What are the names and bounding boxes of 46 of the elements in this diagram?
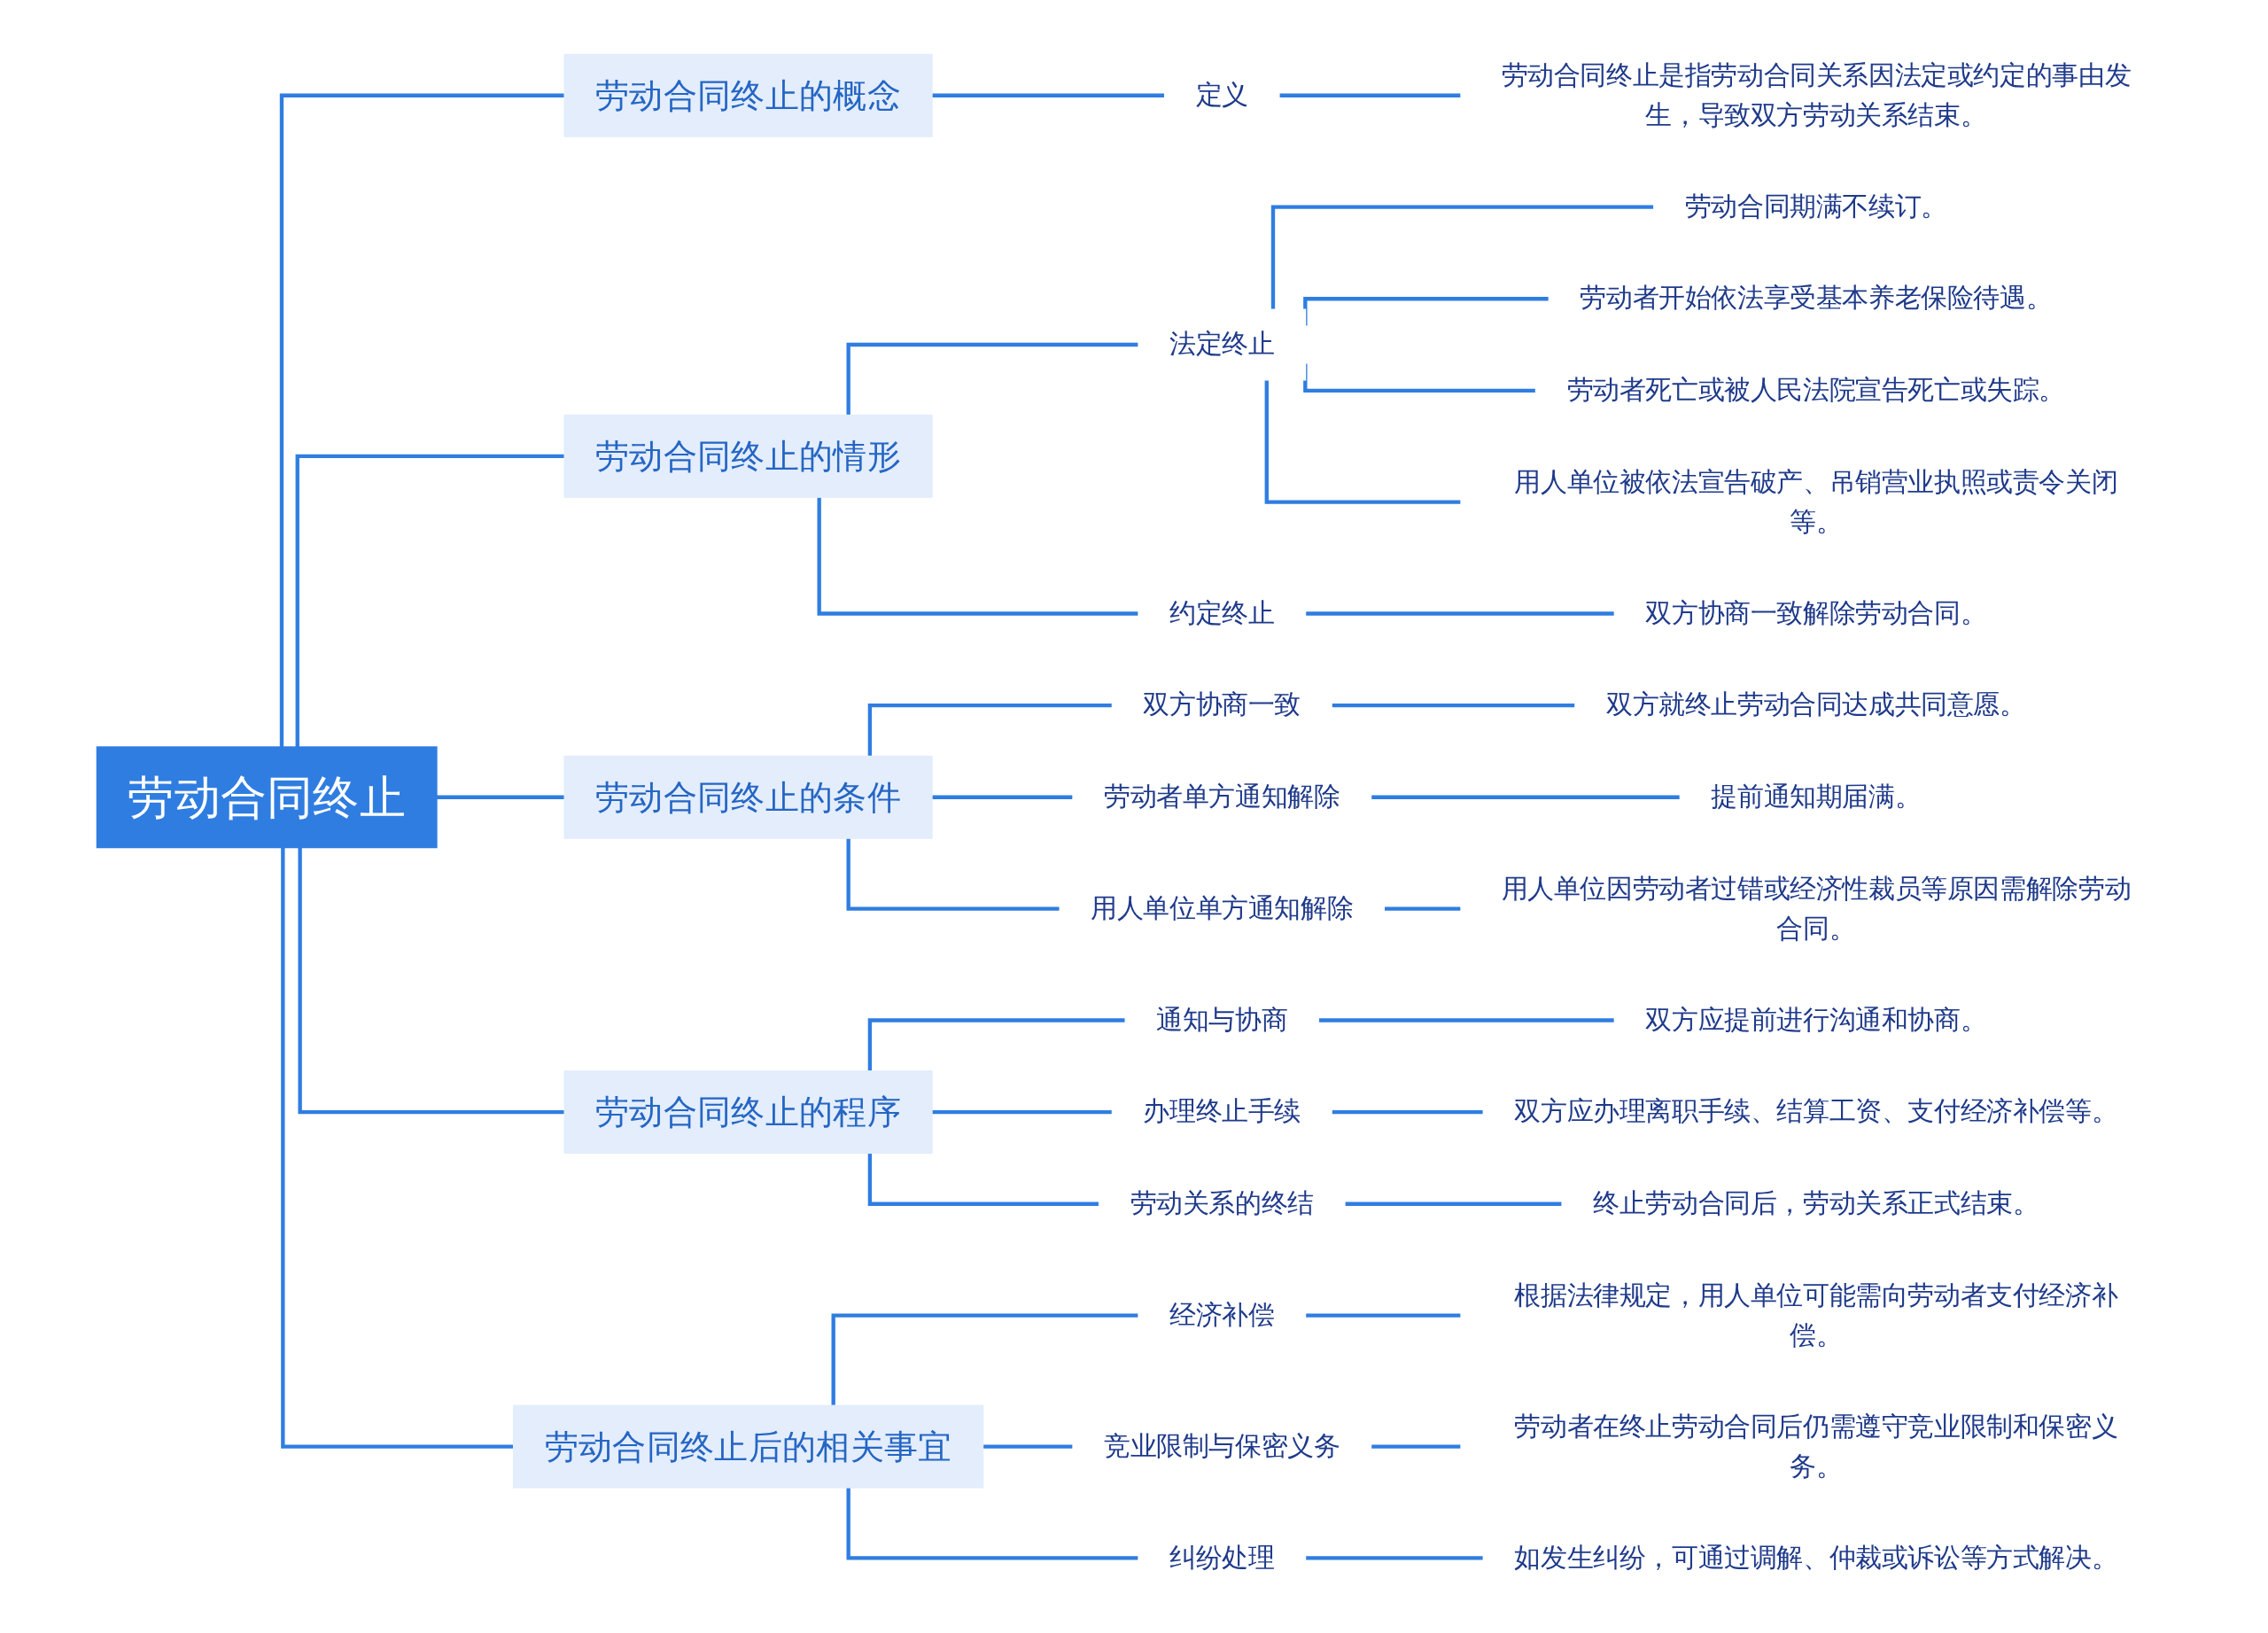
node-text: 双方就终止劳动合同达成共同意愿。	[1605, 688, 2026, 719]
connector	[867, 1152, 1099, 1206]
connector	[831, 1312, 1139, 1405]
connector	[1264, 379, 1462, 504]
connector	[298, 846, 565, 1114]
node-text: 双方协商一致解除劳动合同。	[1645, 596, 1987, 628]
connector	[846, 342, 1139, 416]
connector	[867, 1017, 1126, 1071]
node-text: 用人单位单方通知解除	[1091, 891, 1354, 923]
node-text: 提前通知期届满。	[1711, 780, 1922, 812]
node-text: 劳动关系的终结	[1130, 1186, 1314, 1218]
node-text: 劳动者开始依法享受基本养老保险待遇。	[1580, 282, 2053, 313]
node-text: 如发生纠纷，可通过调解、仲裁或诉讼等方式解决。	[1514, 1541, 2118, 1573]
node-text: 双方协商一致	[1143, 688, 1301, 719]
node-text: 经济补偿	[1169, 1298, 1275, 1330]
node-text: 劳动者单方通知解除	[1104, 780, 1340, 812]
connector	[846, 1487, 1139, 1560]
node-box: 劳动合同终止的条件	[563, 755, 933, 839]
node-text: 办理终止手续	[1143, 1094, 1301, 1126]
node-text: 纠纷处理	[1169, 1541, 1275, 1573]
node-box: 劳动合同终止	[96, 745, 438, 848]
node-text: 双方应办理离职手续、结算工资、支付经济补偿等。	[1514, 1094, 2118, 1126]
node-text: 劳动者在终止劳动合同后仍需遵守竞业限制和保密义务。	[1514, 1410, 2118, 1481]
node-text: 定义	[1195, 78, 1248, 110]
connector	[295, 454, 565, 747]
node-text: 劳动者死亡或被人民法院宣告死亡或失踪。	[1566, 373, 2066, 405]
node-text: 双方应提前进行沟通和协商。	[1645, 1003, 1987, 1035]
node-box: 劳动合同终止的情形	[563, 414, 933, 498]
node-text: 用人单位被依法宣告破产、吊销营业执照或责令关闭等。	[1514, 465, 2118, 536]
connector	[817, 496, 1139, 616]
connector	[279, 93, 565, 747]
connector	[846, 837, 1060, 911]
node-text: 终止劳动合同后，劳动关系正式结束。	[1593, 1186, 2039, 1218]
connector	[867, 703, 1113, 757]
node-text: 竞业限制与保密义务	[1104, 1429, 1340, 1461]
connector	[281, 846, 514, 1449]
node-text: 劳动合同终止是指劳动合同关系因法定或约定的事由发生，导致双方劳动关系结束。	[1501, 58, 2132, 129]
node-box: 劳动合同终止后的相关事宜	[512, 1404, 984, 1489]
node-text: 用人单位因劳动者过错或经济性裁员等原因需解除劳动合同。	[1501, 872, 2132, 943]
node-text: 根据法律规定，用人单位可能需向劳动者支付经济补偿。	[1514, 1279, 2118, 1349]
connector	[1270, 204, 1654, 309]
node-box: 劳动合同终止的概念	[563, 53, 933, 137]
node-text: 劳动合同期满不续订。	[1684, 190, 1947, 222]
node-text: 约定终止	[1169, 596, 1275, 628]
node-box: 劳动合同终止的程序	[563, 1069, 933, 1154]
node-text: 通知与协商	[1156, 1003, 1288, 1035]
